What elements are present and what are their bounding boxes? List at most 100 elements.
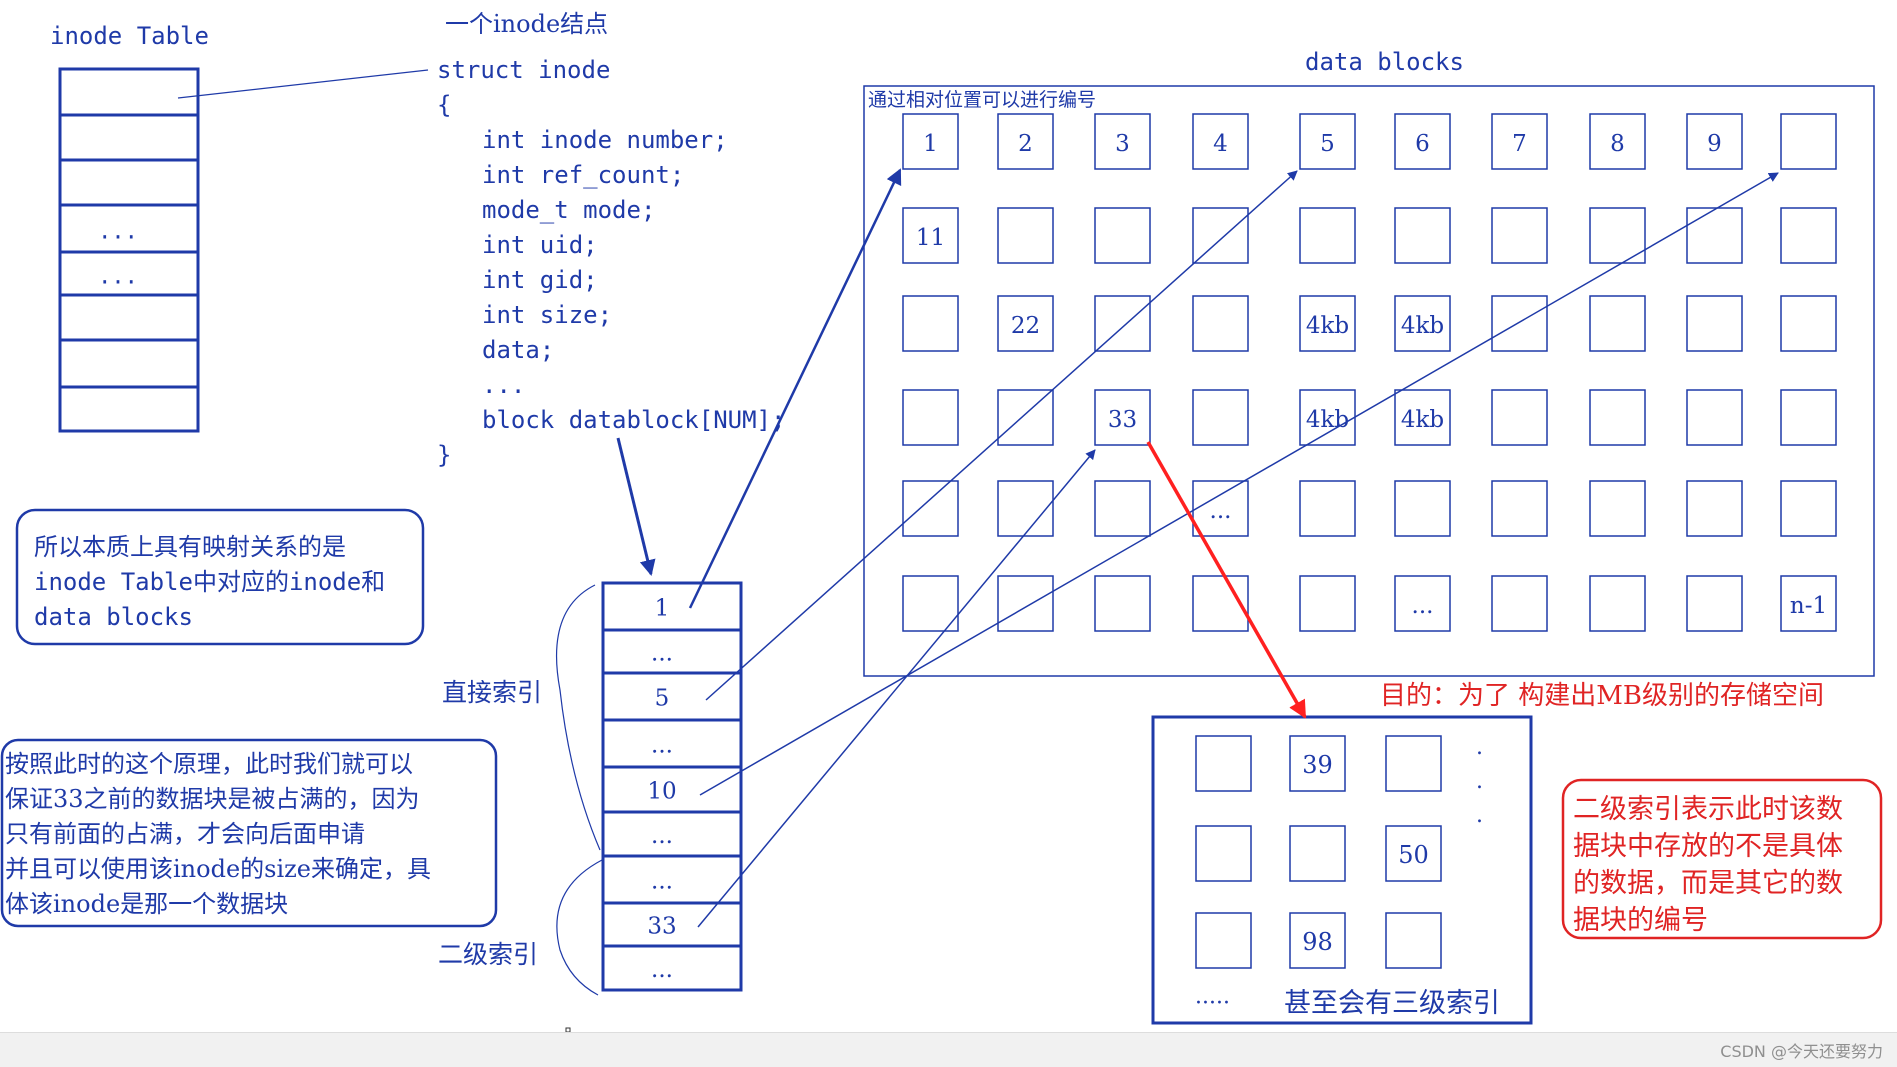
data-block-cell <box>997 575 1054 632</box>
data-block-cell <box>1192 113 1249 170</box>
data-block-cell <box>1394 207 1451 264</box>
data-block-cell <box>1491 295 1548 352</box>
note-principle-line: 按照此时的这个原理，此时我们就可以 <box>5 750 413 778</box>
block-array-cell <box>601 944 743 992</box>
data-block-cell <box>1094 480 1151 537</box>
data-block-cell-text: 6 <box>1415 131 1430 157</box>
inode-table-row <box>58 338 200 389</box>
secondary-dot-2: . <box>1476 769 1483 794</box>
note-mapping-line: inode Table中对应的inode和 <box>34 568 385 596</box>
note-secondary-line: 二级索引表示此时该数 <box>1573 794 1843 825</box>
note-secondary-line: 据块中存放的不是具体 <box>1573 831 1843 862</box>
data-block-cell <box>1394 295 1451 352</box>
secondary-footer-text: 甚至会有三级索引 <box>1284 988 1500 1019</box>
data-block-cell-text: 11 <box>916 225 945 251</box>
secondary-block-cell <box>1289 825 1346 882</box>
block-array-cell-text: ... <box>651 957 673 983</box>
inode-table-row <box>58 293 200 342</box>
inode-table-row-text: ... <box>98 265 138 290</box>
bottom-bar <box>0 1032 1897 1067</box>
secondary-dot-3: . <box>1476 803 1483 828</box>
inode-table-title: inode Table <box>50 22 209 50</box>
data-block-cell <box>1686 389 1743 446</box>
block-array-cell-text: ... <box>651 823 673 849</box>
data-block-cell <box>1589 295 1646 352</box>
data-block-cell <box>1491 113 1548 170</box>
note-principle-line: 体该inode是那一个数据块 <box>5 890 288 918</box>
data-block-cell <box>1780 480 1837 537</box>
data-block-cell <box>1094 389 1151 446</box>
data-block-cell-text: 1 <box>923 131 938 157</box>
arrow-block33-to-secondary <box>1146 441 1307 719</box>
data-block-cell <box>1192 389 1249 446</box>
data-block-cell <box>1394 113 1451 170</box>
label-secondary-index: 二级索引 <box>438 940 538 969</box>
struct-code-line: data; <box>482 336 554 364</box>
note-secondary-box <box>1561 778 1883 940</box>
data-block-cell-text: ... <box>1210 498 1232 524</box>
data-blocks-title: data blocks <box>1305 48 1464 76</box>
data-block-cell <box>997 389 1054 446</box>
direct-index-brace <box>555 584 601 851</box>
block-array-cell-text: 5 <box>655 686 670 712</box>
data-block-cell-text: 22 <box>1011 313 1040 339</box>
struct-code-line: struct inode <box>437 56 610 84</box>
data-block-cell <box>1094 575 1151 632</box>
note-principle-box <box>0 738 498 928</box>
data-block-cell <box>1780 575 1837 632</box>
secondary-block-cell <box>1385 912 1442 969</box>
data-block-cell <box>1686 113 1743 170</box>
note-mapping-line: 所以本质上具有映射关系的是 <box>34 533 346 561</box>
struct-caption: 一个inode结点 <box>445 10 608 38</box>
struct-code-line: mode_t mode; <box>482 196 655 224</box>
block-array-cell-text: 1 <box>655 596 670 622</box>
struct-code-line: int ref_count; <box>482 161 684 189</box>
note-principle-line: 只有前面的占满，才会向后面申请 <box>5 820 365 848</box>
data-block-cell-text: 4kb <box>1401 407 1444 433</box>
label-direct-index: 直接索引 <box>442 678 542 707</box>
inode-table: ...... <box>58 67 200 433</box>
data-block-cell-text: 4kb <box>1306 313 1349 339</box>
block-array-cell <box>601 671 743 722</box>
arrow-index10-to-block10 <box>699 172 1779 796</box>
data-block-cell <box>997 207 1054 264</box>
data-blocks-subtitle: 通过相对位置可以进行编号 <box>868 89 1096 111</box>
data-block-cell <box>1299 480 1356 537</box>
data-block-cell <box>1686 575 1743 632</box>
data-block-cell <box>1192 295 1249 352</box>
note-mapping-box <box>15 508 425 646</box>
goal-text: 目的：为了 构建出MB级别的存储空间 <box>1380 681 1824 711</box>
data-block-cell <box>902 295 959 352</box>
data-block-cell-text: 9 <box>1707 131 1722 157</box>
data-block-cell <box>1491 480 1548 537</box>
data-block-cell <box>1491 207 1548 264</box>
inode-table-row <box>58 67 200 117</box>
data-block-cell <box>1686 295 1743 352</box>
data-block-cell <box>1394 575 1451 632</box>
watermark: CSDN @今天还要努力 <box>1720 1042 1883 1061</box>
data-block-cell <box>1589 389 1646 446</box>
data-block-cell <box>1299 207 1356 264</box>
data-block-cell <box>902 480 959 537</box>
data-block-cell-text: ... <box>1412 593 1434 619</box>
secondary-dot-1: . <box>1476 735 1483 760</box>
data-block-cell-text: 5 <box>1320 131 1335 157</box>
struct-code-line: int inode number; <box>482 126 728 154</box>
block-array-cell-text: ... <box>651 733 673 759</box>
note-secondary-line: 据块的编号 <box>1573 905 1708 936</box>
data-block-cell-text: 4 <box>1213 131 1228 157</box>
block-array-cell-text: ... <box>651 869 673 895</box>
data-block-cell <box>1299 113 1356 170</box>
data-block-cell <box>1299 575 1356 632</box>
data-block-cell <box>1094 113 1151 170</box>
secondary-block-frame <box>1151 715 1533 1025</box>
data-block-cell <box>1491 575 1548 632</box>
data-block-cell-text: n-1 <box>1790 593 1827 619</box>
block-array-cell <box>601 581 743 632</box>
arrow-index33-to-block33 <box>697 449 1096 928</box>
secondary-block-cell <box>1385 825 1442 882</box>
